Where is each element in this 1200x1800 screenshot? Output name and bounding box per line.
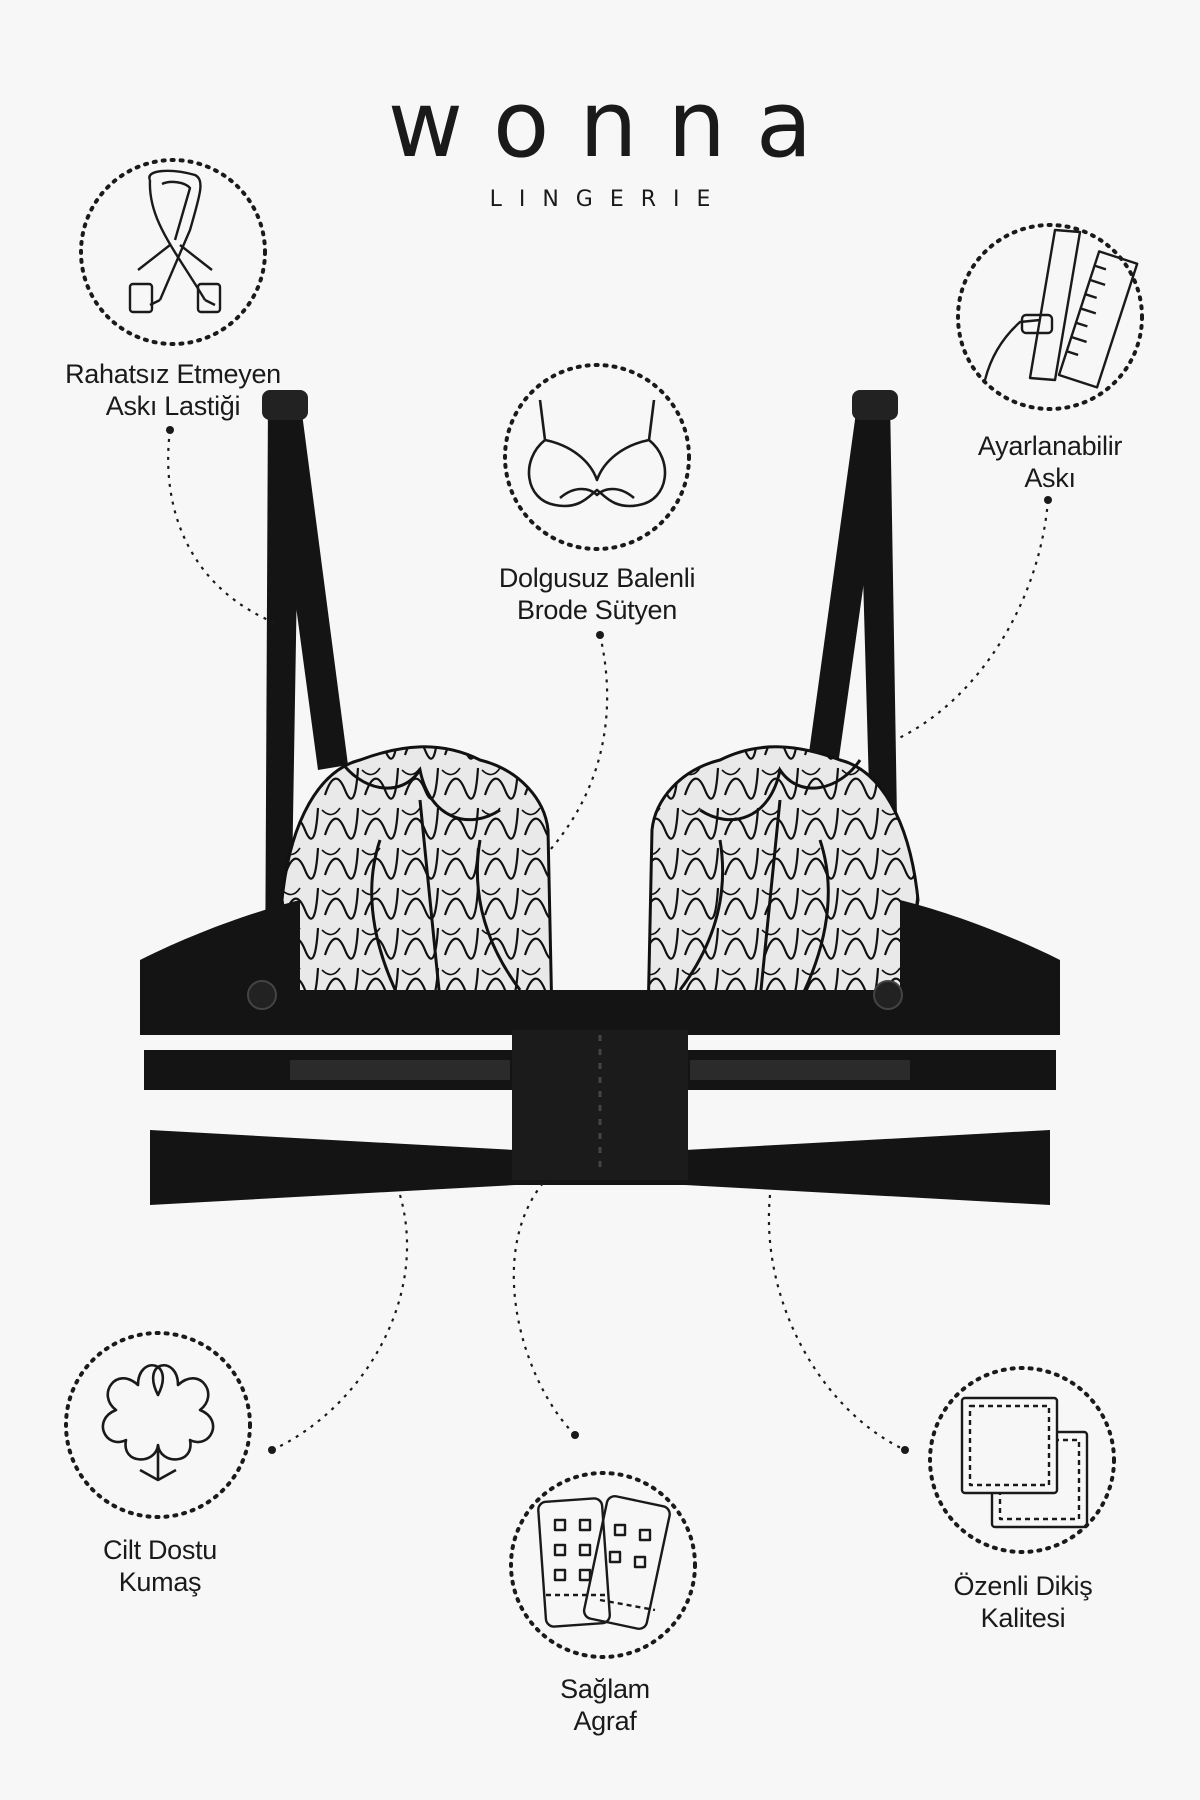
feature-stitching-line2: Kalitesi — [980, 1603, 1066, 1633]
cage-band-3 — [150, 1130, 1050, 1205]
connector-lines — [167, 429, 1050, 1452]
brand-tagline: LINGERIE — [489, 187, 728, 212]
brand-name: wonna — [387, 71, 843, 178]
icon-circles — [64, 158, 1144, 1659]
cage-band-1 — [140, 990, 1060, 1035]
connector-dots — [166, 426, 1052, 1454]
feature-stitching-line1: Özenli Dikiş — [953, 1571, 1093, 1601]
feature-non-padded-line2: Brode Sütyen — [516, 595, 677, 625]
left-cup — [280, 745, 554, 1024]
feature-strap-elastic-line2: Askı Lastiği — [105, 391, 241, 421]
brand-logo: wonna LINGERIE — [0, 70, 1200, 220]
feature-non-padded-line1: Dolgusuz Balenli — [498, 563, 696, 593]
feature-strong-hook-line2: Agraf — [573, 1706, 637, 1736]
feature-stitching: Özenli Dikiş Kalitesi — [893, 1570, 1153, 1634]
feature-non-padded: Dolgusuz Balenli Brode Sütyen — [467, 562, 727, 626]
feature-strap-elastic: Rahatsız Etmeyen Askı Lastiği — [43, 358, 303, 422]
feature-adjustable-line2: Askı — [1024, 463, 1076, 493]
right-cup — [646, 745, 920, 1024]
feature-strap-elastic-line1: Rahatsız Etmeyen — [65, 359, 281, 389]
feature-adjustable-line1: Ayarlanabilir — [977, 431, 1123, 461]
feature-skin-friendly-line2: Kumaş — [118, 1567, 202, 1597]
feature-strong-hook: Sağlam Agraf — [475, 1673, 735, 1737]
feature-skin-friendly: Cilt Dostu Kumaş — [30, 1534, 290, 1598]
bra-icon — [527, 399, 667, 508]
feature-skin-friendly-line1: Cilt Dostu — [102, 1535, 218, 1565]
strap-icon — [128, 169, 222, 314]
bra-garment — [140, 390, 1060, 1205]
feature-adjustable: Ayarlanabilir Askı — [920, 430, 1180, 494]
hook-eye-icon — [537, 1494, 671, 1630]
stitch-icon — [960, 1396, 1089, 1529]
feature-strong-hook-line1: Sağlam — [560, 1674, 650, 1704]
ruler-strap-icon — [983, 228, 1139, 389]
cotton-icon — [101, 1364, 215, 1482]
